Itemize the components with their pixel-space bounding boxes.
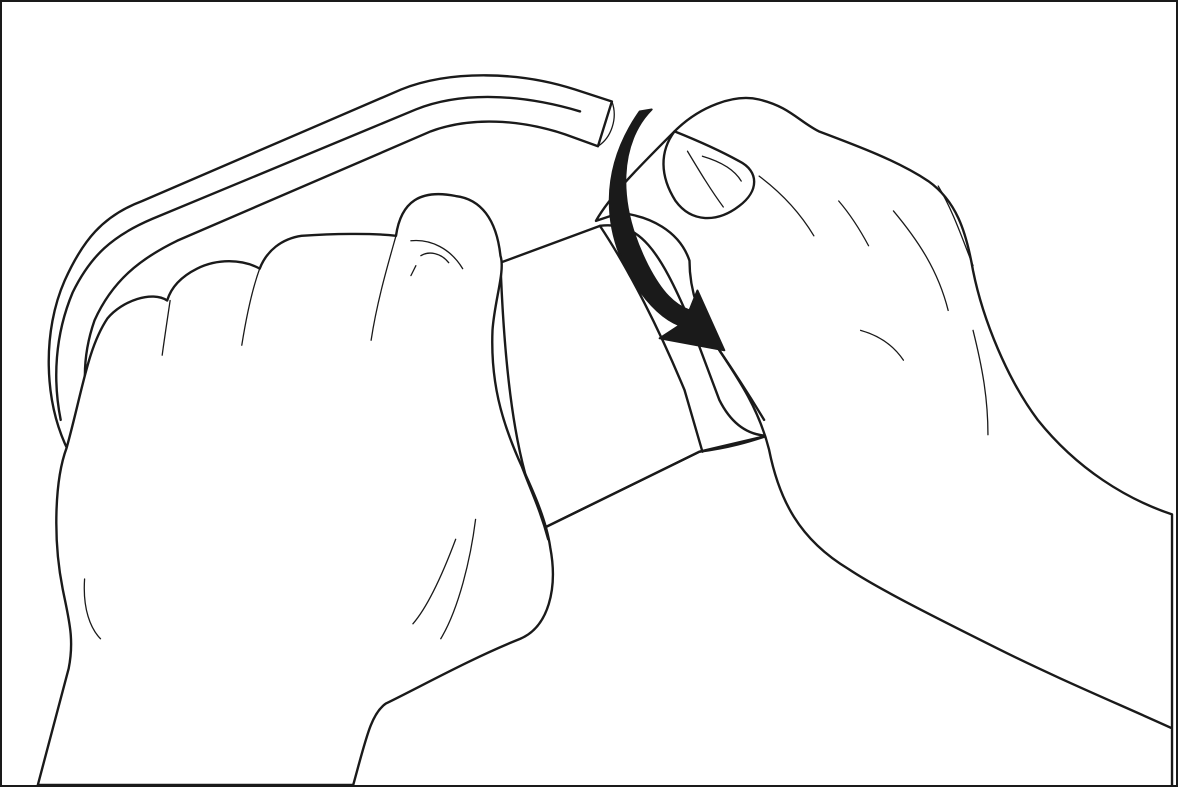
illustration-frame	[0, 0, 1178, 787]
instruction-illustration	[2, 2, 1176, 785]
